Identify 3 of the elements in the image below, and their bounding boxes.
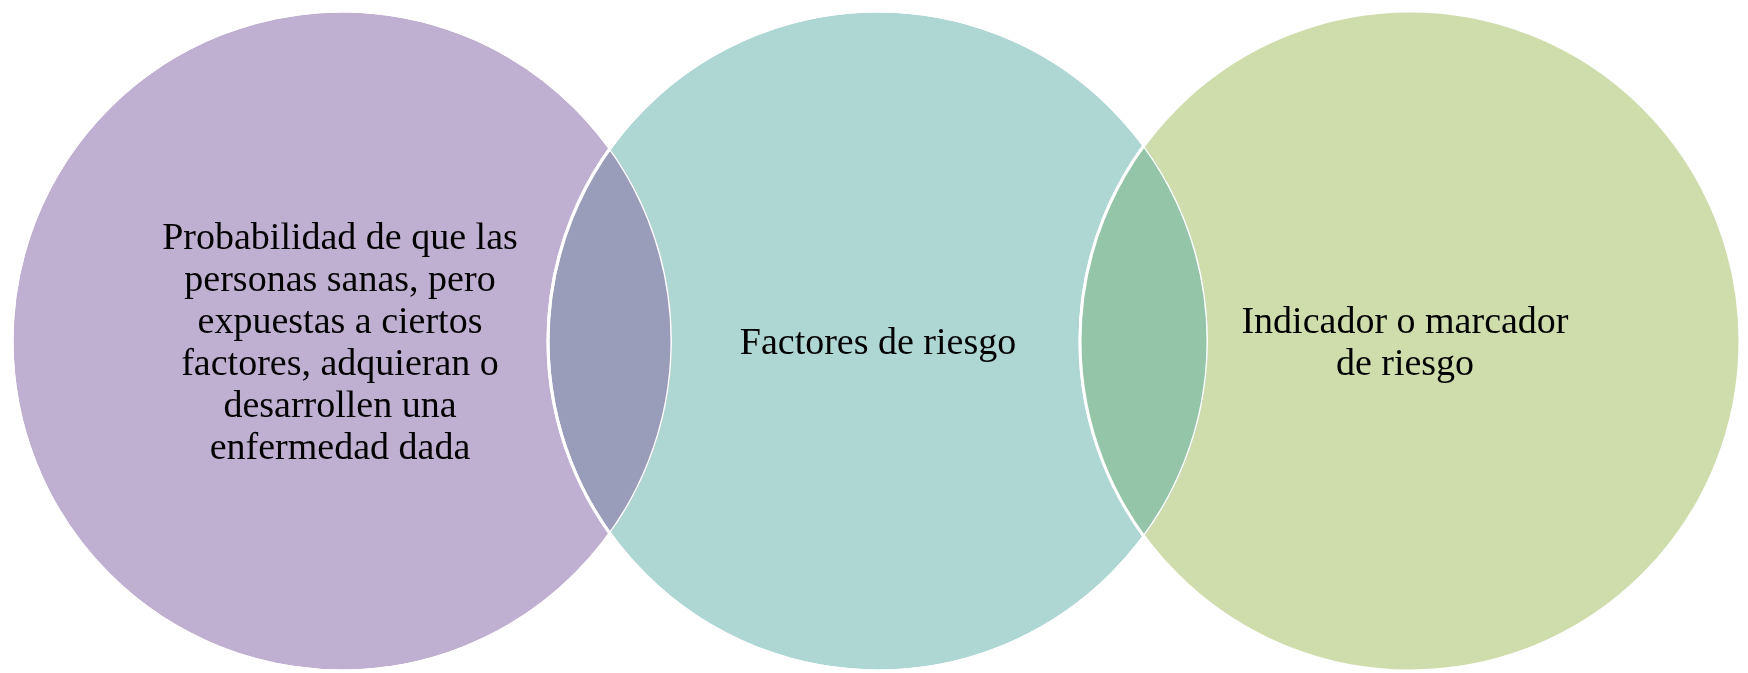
- circle-label: Factores de riesgo: [738, 320, 1018, 362]
- circle-label: Indicador o marcador de riesgo: [1240, 299, 1570, 383]
- circle-label: Probabilidad de que las personas sanas, pero expuestas a ciertos factores, adquieran o desarrollen una enfermedad dada: [161, 215, 519, 467]
